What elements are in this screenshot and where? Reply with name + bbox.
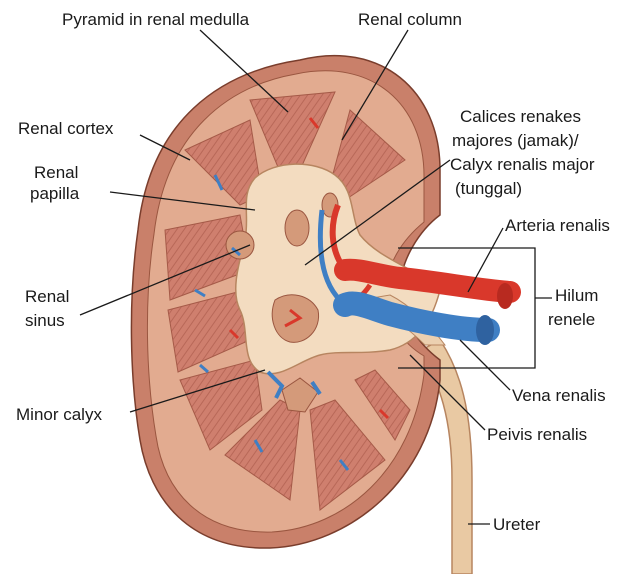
- label-minor-calyx: Minor calyx: [16, 405, 102, 424]
- label-pyramid: Pyramid in renal medulla: [62, 10, 250, 29]
- label-renal-column: Renal column: [358, 10, 462, 29]
- label-renal-cortex: Renal cortex: [18, 119, 114, 138]
- label-renal-sinus-2: sinus: [25, 311, 65, 330]
- label-arteria: Arteria renalis: [505, 216, 610, 235]
- label-pelvis: Peivis renalis: [487, 425, 587, 444]
- label-calices-3: Calyx renalis major: [450, 155, 595, 174]
- label-calices-1: Calices renakes: [460, 107, 581, 126]
- label-calices-2: majores (jamak)/: [452, 131, 579, 150]
- label-hilum-2: renele: [548, 310, 595, 329]
- label-hilum-1: Hilum: [555, 286, 598, 305]
- label-renal-papilla-1: Renal: [34, 163, 78, 182]
- label-renal-sinus-1: Renal: [25, 287, 69, 306]
- label-calices-4: (tunggal): [455, 179, 522, 198]
- label-ureter: Ureter: [493, 515, 541, 534]
- label-vena: Vena renalis: [512, 386, 606, 405]
- label-renal-papilla-2: papilla: [30, 184, 80, 203]
